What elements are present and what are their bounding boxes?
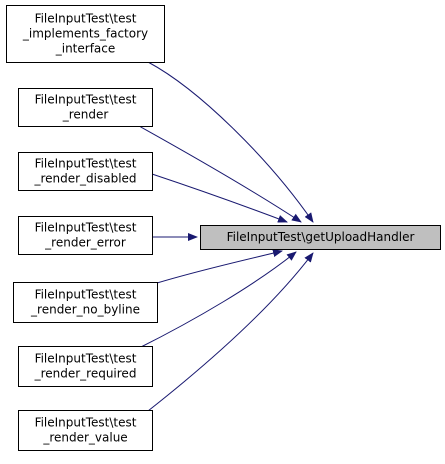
node-test-render-value-box	[18, 410, 153, 451]
node-test-render-value-label-line: _render_value	[42, 431, 127, 445]
node-test-render-disabled-box	[18, 152, 153, 191]
node-test-render-no-byline[interactable]: FileInputTest\test_render_no_byline	[13, 282, 158, 323]
node-test-render[interactable]: FileInputTest\test_render	[18, 88, 153, 127]
node-get-upload-handler-label-line: FileInputTest\getUploadHandler	[227, 230, 415, 244]
edge-test-render-disabled	[151, 173, 288, 223]
edge-test-render-required	[138, 251, 297, 349]
node-test-render-label-line: FileInputTest\test	[35, 93, 137, 107]
node-test-render-error-label-line: _render_error	[44, 236, 126, 250]
edge-test-render-value	[147, 252, 314, 412]
node-test-render-label-line: _render	[62, 108, 109, 122]
node-get-upload-handler[interactable]: FileInputTest\getUploadHandler	[200, 225, 441, 250]
node-test-render-error-box	[18, 216, 153, 255]
node-test-render-required-box	[18, 346, 153, 387]
node-test-render-value-label-line: FileInputTest\test	[35, 416, 137, 430]
edge-test-render	[138, 125, 302, 223]
node-test-render-error-label-line: FileInputTest\test	[35, 221, 137, 235]
edge-test-implements-factory-interface	[147, 61, 314, 223]
node-test-render-disabled[interactable]: FileInputTest\test_render_disabled	[18, 152, 153, 191]
edge-test-render-no-byline	[156, 249, 283, 284]
node-test-render-disabled-label-line: _render_disabled	[33, 172, 136, 186]
node-test-implements-factory-interface-label-line: _interface	[55, 42, 116, 56]
node-test-implements-factory-interface[interactable]: FileInputTest\test_implements_factory_in…	[6, 5, 165, 63]
edges	[138, 61, 314, 412]
node-test-implements-factory-interface-label-line: _implements_factory	[22, 27, 148, 41]
node-test-render-error[interactable]: FileInputTest\test_render_error	[18, 216, 153, 255]
node-test-implements-factory-interface-box	[6, 5, 165, 63]
node-test-render-disabled-label-line: FileInputTest\test	[35, 157, 137, 171]
nodes: FileInputTest\test_implements_factory_in…	[6, 5, 441, 451]
node-test-render-value[interactable]: FileInputTest\test_render_value	[18, 410, 153, 451]
node-test-implements-factory-interface-label-line: FileInputTest\test	[35, 12, 137, 26]
node-test-render-no-byline-box	[13, 282, 158, 323]
node-test-render-required-label-line: FileInputTest\test	[35, 352, 137, 366]
node-test-render-required-label-line: _render_required	[34, 367, 137, 381]
node-test-render-no-byline-label-line: _render_no_byline	[30, 303, 140, 317]
node-test-render-box	[18, 88, 153, 127]
node-get-upload-handler-box	[200, 225, 441, 250]
node-test-render-no-byline-label-line: FileInputTest\test	[35, 288, 137, 302]
node-test-render-required[interactable]: FileInputTest\test_render_required	[18, 346, 153, 387]
